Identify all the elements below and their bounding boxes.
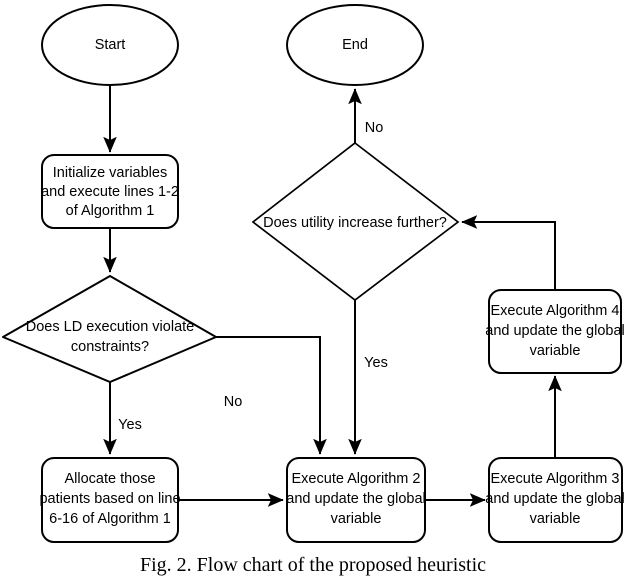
algorithm3-label-line3: variable (530, 511, 581, 527)
algorithm2-label-line3: variable (331, 511, 382, 527)
allocate-label-line1: Allocate those (64, 471, 155, 487)
end-ellipse (286, 4, 424, 86)
algorithm3-label-line1: Execute Algorithm 3 (491, 471, 620, 487)
node-algorithm4[interactable]: Execute Algorithm 4 and update the globa… (485, 289, 625, 374)
allocate-label-line3: 6-16 of Algorithm 1 (49, 511, 171, 527)
node-algorithm3[interactable]: Execute Algorithm 3 and update the globa… (485, 457, 625, 543)
start-ellipse (41, 4, 179, 86)
figure-caption: Fig. 2. Flow chart of the proposed heuri… (139, 554, 487, 576)
edge-label-ld-yes: Yes (118, 417, 142, 433)
ld-decision-label-line2: constraints? (71, 339, 149, 355)
initialize-label-line3: of Algorithm 1 (66, 203, 155, 219)
node-algorithm2[interactable]: Execute Algorithm 2 and update the globa… (286, 457, 426, 543)
edge-label-utility-no: No (365, 120, 384, 136)
edge-label-utility-yes: Yes (364, 355, 388, 371)
initialize-label-line1: Initialize variables (53, 165, 167, 181)
algorithm4-label-line1: Execute Algorithm 4 (491, 303, 620, 319)
initialize-box (41, 154, 179, 229)
node-start[interactable]: Start (41, 4, 179, 86)
end-label: End (342, 37, 368, 53)
utility-decision-label: Does utility increase further? (263, 215, 447, 231)
algorithm2-label-line1: Execute Algorithm 2 (292, 471, 421, 487)
initialize-label-line2: and execute lines 1-2 (41, 184, 179, 200)
utility-decision-diamond (251, 141, 460, 302)
ld-decision-diamond (2, 275, 217, 383)
allocate-box (41, 457, 179, 543)
node-ld-decision[interactable]: Does LD execution violate constraints? (2, 275, 217, 383)
node-allocate[interactable]: Allocate those patients based on line 6-… (39, 457, 181, 543)
edge-ld-decision-no-to-algorithm2 (216, 336, 327, 455)
start-label: Start (95, 37, 126, 53)
algorithm4-label-line2: and update the global (485, 323, 625, 339)
edge-label-ld-no: No (224, 394, 243, 410)
algorithm3-label-line2: and update the global (485, 491, 625, 507)
ld-decision-label-line1: Does LD execution violate (26, 319, 194, 335)
algorithm4-label-line3: variable (530, 343, 581, 359)
node-end[interactable]: End (286, 4, 424, 86)
algorithm2-box (286, 457, 426, 543)
edge-algorithm4-to-utility-decision (461, 215, 556, 289)
algorithm4-box (488, 289, 622, 374)
algorithm2-label-line2: and update the global (286, 491, 426, 507)
allocate-label-line2: patients based on line (39, 491, 180, 507)
node-utility-decision[interactable]: Does utility increase further? (251, 141, 460, 302)
algorithm3-box (488, 457, 623, 543)
node-initialize[interactable]: Initialize variables and execute lines 1… (41, 154, 179, 229)
